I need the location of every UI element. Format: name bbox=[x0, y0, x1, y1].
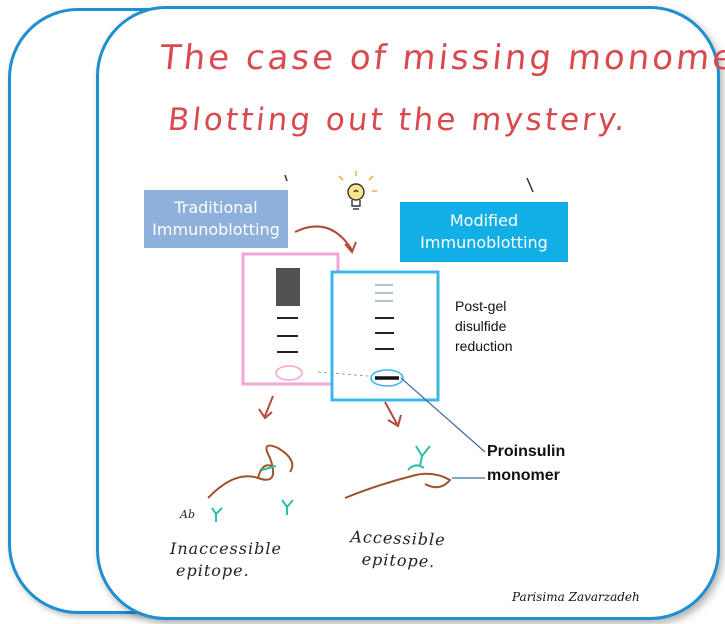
folded-proinsulin bbox=[207, 444, 294, 499]
antibody-right-icon bbox=[281, 499, 294, 515]
accessible-line-2: epitope. bbox=[361, 549, 436, 572]
traditional-blot bbox=[241, 252, 340, 386]
modified-monomer-circle bbox=[370, 369, 404, 387]
postgel-line-2: disulfide bbox=[455, 318, 507, 334]
modified-immunoblotting-box: Modified Immunoblotting bbox=[400, 202, 568, 262]
postgel-line-1: Post-gel bbox=[455, 298, 507, 314]
modified-blot-membrane bbox=[330, 270, 440, 402]
antibody-label: Ab bbox=[180, 508, 195, 521]
author-signature: Parisima Zavarzadeh bbox=[512, 590, 640, 604]
unfolded-proinsulin bbox=[344, 464, 452, 499]
postgel-reduction-label: Post-gel disulfide reduction bbox=[455, 296, 565, 356]
antibody-left-icon bbox=[211, 507, 223, 522]
accessible-epitope-label: Accessible epitope. bbox=[349, 526, 460, 574]
modified-blot bbox=[330, 270, 440, 402]
proinsulin-pointer-line bbox=[400, 377, 486, 453]
circle-connector bbox=[317, 371, 369, 377]
inaccessible-epitope-label: Inaccessible epitope. bbox=[170, 538, 290, 582]
decor-tick-right bbox=[526, 177, 534, 193]
modified-box-line-2: Immunoblotting bbox=[420, 233, 548, 252]
traditional-blot-aggregate-smear bbox=[276, 268, 300, 306]
decor-tick-left bbox=[284, 174, 288, 182]
transition-arrowhead bbox=[344, 241, 357, 254]
proinsulin-line-1: Proinsulin bbox=[487, 443, 566, 460]
down-arrow-left bbox=[258, 395, 274, 420]
proinsulin-line-2: monomer bbox=[487, 467, 560, 484]
antibody-bound-icon bbox=[415, 445, 431, 467]
traditional-box-line-2: Immunoblotting bbox=[152, 220, 280, 239]
traditional-immunoblotting-box: Traditional Immunoblotting bbox=[144, 190, 288, 248]
traditional-box-line-1: Traditional bbox=[174, 198, 258, 217]
postgel-line-3: reduction bbox=[455, 338, 513, 354]
proinsulin-monomer-label: Proinsulin monomer bbox=[487, 440, 565, 488]
modified-box-line-1: Modified bbox=[449, 211, 519, 230]
traditional-missing-monomer-circle bbox=[275, 365, 303, 381]
lightbulb-icon bbox=[338, 171, 377, 210]
down-arrow-right bbox=[384, 401, 402, 428]
transition-arrow bbox=[294, 225, 353, 251]
inaccessible-line-2: epitope. bbox=[176, 561, 250, 580]
inaccessible-line-1: Inaccessible bbox=[170, 539, 282, 558]
